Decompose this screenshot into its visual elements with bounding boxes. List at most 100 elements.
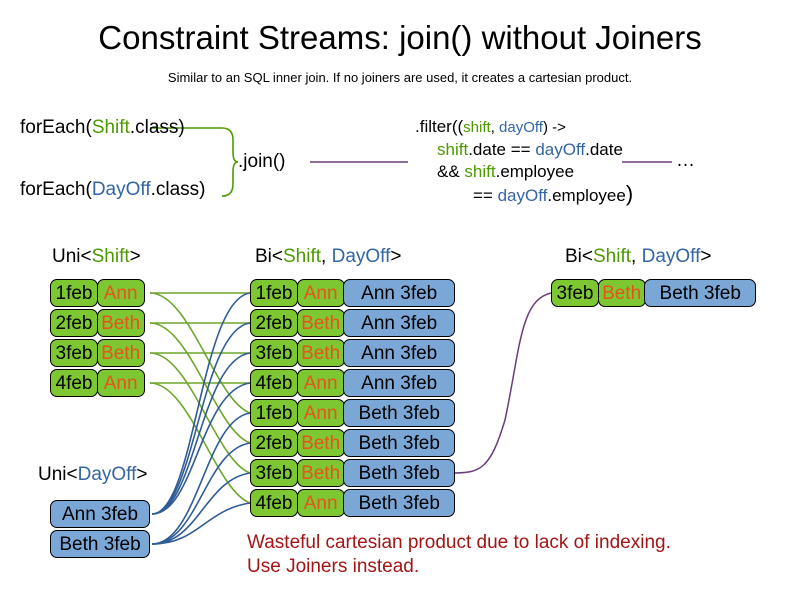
filter-l3-end: .employee — [495, 162, 575, 181]
pair-dayoff-text: Beth 3feb — [358, 402, 440, 424]
shift-connectors — [149, 292, 251, 504]
pair-shift-date-text: 4feb — [255, 492, 293, 514]
foreach-shift-prefix: forEach( — [20, 117, 92, 138]
filtered-shift-date-text: 3feb — [556, 282, 594, 304]
shift-date-text: 2feb — [55, 312, 93, 334]
pair-dayoff-text: Beth 3feb — [358, 432, 440, 454]
pair-shift-employee-text: Ann — [303, 402, 338, 424]
uni-dayoff-suffix: > — [136, 464, 148, 485]
filter-l3-shift: shift — [464, 162, 496, 181]
shift-employee-text: Ann — [103, 282, 138, 304]
warning-note: Wasteful cartesian product due to lack o… — [247, 531, 671, 579]
bi-mid-suffix: > — [390, 246, 402, 267]
pair-shift-employee: Ann — [296, 369, 345, 397]
bi-mid-comma: , — [321, 246, 332, 267]
pair-dayoff: Beth 3feb — [343, 429, 456, 457]
filter-arrow: ) -> — [542, 119, 566, 136]
pair-shift-date: 4feb — [250, 369, 298, 397]
uni-shift-type: Shift — [91, 246, 130, 267]
pair-shift-date: 2feb — [250, 309, 298, 337]
filter-l4-prefix: == — [473, 186, 498, 205]
foreach-dayoff-prefix: forEach( — [20, 179, 92, 200]
uni-dayoff-prefix: Uni< — [38, 464, 78, 485]
filtered-connector — [451, 292, 552, 474]
bi-right-type1: Shift — [593, 246, 632, 267]
pair-shift-employee: Beth — [296, 459, 345, 487]
filtered-dayoff: Beth 3feb — [644, 279, 757, 307]
pair-dayoff-text: Ann 3feb — [361, 342, 438, 364]
pair-shift-employee: Ann — [296, 279, 345, 307]
shift-employee-text: Beth — [101, 312, 141, 334]
stream-row: 4feb Ann — [50, 369, 145, 397]
shift-employee-text: Ann — [103, 372, 138, 394]
shift-employee: Beth — [96, 339, 145, 367]
shift-employee: Ann — [96, 279, 145, 307]
filter-param-dayoff: dayOff — [499, 119, 543, 136]
filtered-shift-employee-text: Beth — [602, 282, 642, 304]
filter-line-2: shift.date == dayOff.date — [437, 139, 633, 161]
pair-shift-date-text: 4feb — [255, 372, 293, 394]
shift-date: 4feb — [50, 369, 98, 397]
uni-shift-prefix: Uni< — [52, 246, 92, 267]
bi-right-prefix: Bi< — [565, 246, 593, 267]
filter-l2-end: .date — [585, 140, 623, 159]
warning-line-2: Use Joiners instead. — [247, 556, 420, 577]
shift-employee-text: Beth — [101, 342, 141, 364]
code-foreach-shift: forEach(Shift.class) — [20, 116, 185, 140]
filter-line-4: == dayOff.employee) — [473, 183, 633, 207]
bi-right-type2: DayOff — [641, 246, 701, 267]
pair-shift-employee-text: Ann — [303, 282, 338, 304]
warning-line-1: Wasteful cartesian product due to lack o… — [247, 532, 671, 553]
filter-line-3: && shift.employee — [437, 161, 633, 183]
dayoff-item-text: Ann 3feb — [61, 503, 139, 525]
pair-shift-employee-text: Ann — [303, 372, 338, 394]
filter-l4-end: .employee — [547, 186, 626, 205]
pair-shift-date: 3feb — [250, 339, 298, 367]
page-subtitle: Similar to an SQL inner join. If no join… — [167, 70, 633, 85]
foreach-dayoff-type: DayOff — [91, 179, 151, 200]
pair-shift-employee: Ann — [296, 399, 345, 427]
shift-date-text: 4feb — [55, 372, 93, 394]
pair-shift-date: 1feb — [250, 279, 298, 307]
foreach-dayoff-suffix: .class) — [150, 179, 206, 200]
filter-l4-dayoff: dayOff — [497, 186, 548, 205]
code-filter-block: .filter((shift, dayOff) -> shift.date ==… — [415, 116, 633, 207]
dayoff-connectors — [151, 292, 251, 545]
pair-dayoff: Ann 3feb — [343, 279, 456, 307]
pair-dayoff: Beth 3feb — [343, 399, 456, 427]
pair-shift-date-text: 3feb — [255, 462, 293, 484]
pair-shift-employee: Beth — [296, 429, 345, 457]
stream-row: Beth 3feb — [50, 530, 150, 558]
filter-l2-shift: shift — [437, 140, 469, 159]
pair-shift-employee-text: Ann — [303, 492, 338, 514]
pair-shift-employee-text: Beth — [301, 462, 341, 484]
pair-shift-date: 2feb — [250, 429, 298, 457]
filter-param-shift: shift — [463, 119, 491, 136]
page-title: Constraint Streams: join() without Joine… — [98, 19, 702, 56]
pair-shift-employee-text: Beth — [301, 342, 341, 364]
label-uni-dayoff: Uni<DayOff> — [38, 464, 148, 486]
filter-l2-dayoff: dayOff — [535, 140, 586, 159]
bi-right-comma: , — [631, 246, 642, 267]
stream-row: 2feb Beth — [50, 309, 145, 337]
pair-shift-employee-text: Beth — [301, 312, 341, 334]
shift-date: 3feb — [50, 339, 98, 367]
label-uni-shift: Uni<Shift> — [52, 246, 141, 268]
pair-shift-date: 3feb — [250, 459, 298, 487]
shift-employee: Beth — [96, 309, 145, 337]
code-foreach-dayoff: forEach(DayOff.class) — [20, 178, 206, 202]
pair-shift-employee-text: Beth — [301, 432, 341, 454]
pair-shift-date-text: 1feb — [255, 282, 293, 304]
stream-row: 1feb Ann — [50, 279, 145, 307]
foreach-shift-suffix: .class) — [129, 117, 185, 138]
shift-date-text: 1feb — [55, 282, 93, 304]
pair-shift-date: 1feb — [250, 399, 298, 427]
foreach-shift-type: Shift — [91, 117, 130, 138]
shift-employee: Ann — [96, 369, 145, 397]
